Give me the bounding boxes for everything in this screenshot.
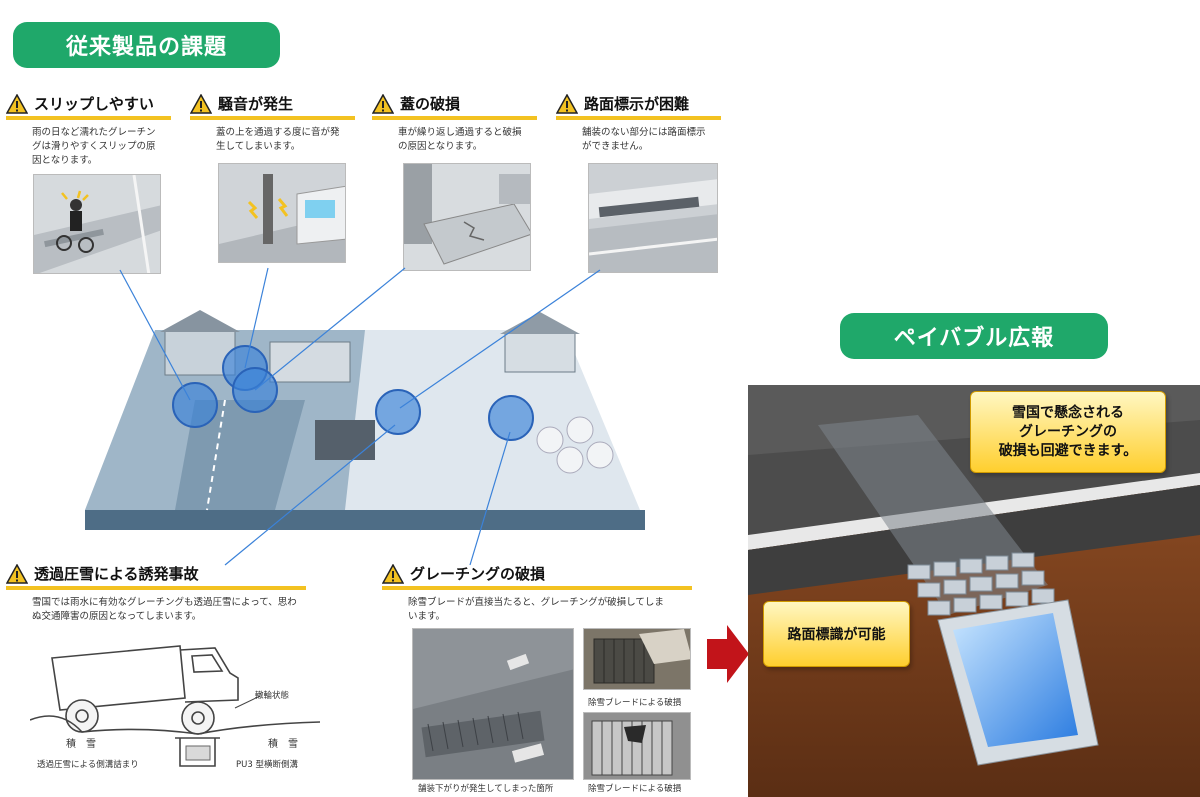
lid-damage-illustration (403, 163, 531, 271)
warning-icon (190, 93, 212, 114)
caption-damage-2: 除雪ブレードによる破損 (588, 784, 682, 794)
issue-title: 透過圧雪による誘発事故 (34, 565, 199, 583)
issue-underline (372, 116, 537, 120)
issue-title: 騒音が発生 (218, 95, 294, 113)
issue-underline (556, 116, 721, 120)
issue-road-marking: 路面標示が困難 舗装のない部分には路面標示ができません。 (556, 93, 721, 154)
issue-title: 路面標示が困難 (584, 95, 690, 113)
issue-lid-damage: 蓋の破損 車が繰り返し通過すると破損の原因となります。 (372, 93, 537, 154)
issue-grating-damage: グレーチングの破損 除雪ブレードが直接当たると、グレーチングが破損してしまいます… (382, 563, 692, 624)
issue-underline (6, 116, 171, 120)
issue-description: 舗装のない部分には路面標示ができません。 (582, 127, 706, 152)
warning-icon (556, 93, 578, 114)
callout-road-marking: 路面標識が可能 (763, 601, 910, 667)
truck-label-rut: 轍輪状態 (255, 691, 290, 701)
warning-icon (6, 93, 28, 114)
left-section-heading: 従来製品の課題 (13, 22, 280, 68)
slip-illustration (33, 174, 161, 274)
caption-damage-1: 除雪ブレードによる破損 (588, 698, 682, 708)
issue-underline (6, 586, 306, 590)
product-illustration (748, 385, 1200, 797)
callout-line: 破損も回避できます。 (998, 442, 1138, 459)
arrow-right-icon (707, 625, 749, 683)
callout-line: グレーチングの (1019, 423, 1117, 440)
issue-title: スリップしやすい (34, 95, 154, 113)
issue-description: 除雪ブレードが直接当たると、グレーチングが破損してしまいます。 (408, 597, 664, 622)
truck-snow-diagram (30, 645, 321, 767)
issue-underline (190, 116, 355, 120)
town-diagram (85, 310, 645, 530)
callout-line: 雪国で懸念される (1012, 404, 1124, 421)
issue-description: 雪国では雨水に有効なグレーチングも透過圧雪によって、思わぬ交通障害の原因となって… (32, 597, 297, 622)
issue-noise: 騒音が発生 蓋の上を通過する度に音が発生してしまいます。 (190, 93, 355, 154)
caption-pavement: 舗装下がりが発生してしまった箇所 (418, 784, 554, 794)
road-marking-illustration (588, 163, 718, 273)
noise-illustration (218, 163, 346, 263)
issue-description: 車が繰り返し通過すると破損の原因となります。 (398, 127, 522, 152)
warning-icon (6, 563, 28, 584)
pavement-photo (412, 628, 574, 780)
truck-label-pu3: PU3 型横断側溝 (236, 760, 298, 770)
issue-underline (382, 586, 692, 590)
issue-snow-accident: 透過圧雪による誘発事故 雪国では雨水に有効なグレーチングも透過圧雪によって、思わ… (6, 563, 306, 624)
damage-photo-1 (583, 628, 691, 690)
right-section-heading: ペイバブル広報 (840, 313, 1108, 359)
warning-icon (372, 93, 394, 114)
issue-title: 蓋の破損 (400, 95, 461, 113)
issue-description: 蓋の上を通過する度に音が発生してしまいます。 (216, 127, 340, 152)
truck-label-snow-right: 積 雪 (268, 739, 298, 750)
issue-slip: スリップしやすい 雨の日など濡れたグレーチングは滑りやすくスリップの原因となりま… (6, 93, 171, 168)
callout-damage-avoid: 雪国で懸念される グレーチングの 破損も回避できます。 (970, 391, 1166, 473)
issue-description: 雨の日など濡れたグレーチングは滑りやすくスリップの原因となります。 (32, 127, 156, 166)
damage-photo-2 (583, 712, 691, 780)
truck-label-snow-left: 積 雪 (66, 739, 96, 750)
truck-label-blocked-drain: 透過圧雪による側溝詰まり (37, 760, 139, 770)
warning-icon (382, 563, 404, 584)
issue-title: グレーチングの破損 (410, 565, 546, 583)
